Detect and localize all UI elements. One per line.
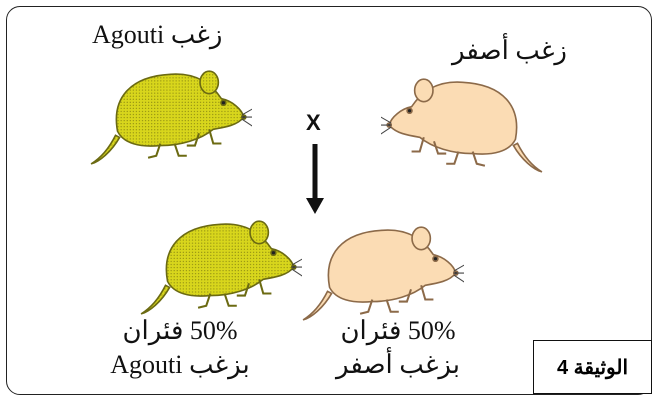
yellow-offspring-percent: 50% فئران [340, 316, 456, 345]
down-arrow-icon [306, 144, 324, 214]
agouti-offspring-percent: 50% فئران [122, 316, 238, 345]
document-label: الوثيقة 4 [533, 340, 652, 394]
yellow-offspring-mouse-icon [300, 214, 465, 326]
agouti-offspring-caption: 50% فئران بزغب Agouti [95, 314, 265, 382]
yellow-offspring-phenotype: بزغب أصفر [335, 350, 460, 379]
agouti-offspring-phenotype: بزغب Agouti [110, 350, 250, 379]
yellow-parent-label: زغب أصفر [452, 36, 567, 65]
agouti-parent-mouse-icon [88, 58, 253, 170]
cross-symbol: X [306, 110, 321, 135]
document-label-text: الوثيقة 4 [556, 356, 629, 379]
yellow-parent-mouse-icon [380, 66, 545, 178]
figure-frame [6, 6, 652, 395]
yellow-offspring-caption: 50% فئران بزغب أصفر [313, 314, 483, 382]
agouti-parent-label: زغب Agouti [92, 20, 223, 49]
agouti-offspring-mouse-icon [138, 208, 303, 320]
